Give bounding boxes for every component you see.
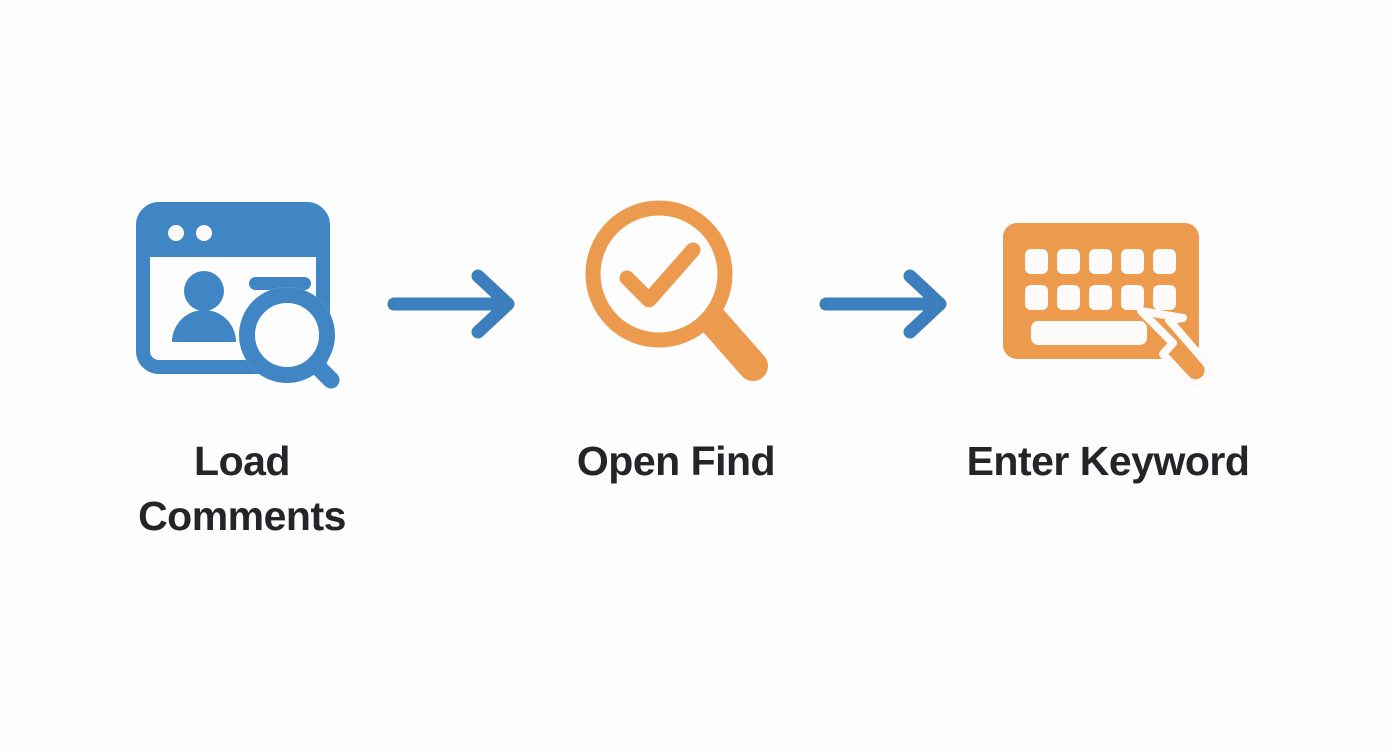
flow-step-label: Enter Keyword: [966, 438, 1250, 484]
browser-window-user-search-icon: [136, 202, 340, 389]
magnifier-check-icon-box: [566, 196, 786, 396]
flow-step-load-comments: Load Comments: [112, 196, 372, 543]
flow-connector-arrow-1: [386, 268, 536, 340]
keyboard-pointer-icon: [1003, 223, 1213, 388]
browser-window-user-search-icon-box: [132, 196, 352, 396]
magnifier-check-icon: [585, 200, 768, 381]
keyboard-pointer-icon-box: [998, 196, 1218, 396]
flow-step-label: Open Find: [576, 438, 776, 484]
flow-connector-arrow-2: [818, 268, 968, 340]
arrow-right-icon: [819, 269, 947, 339]
flow-step-enter-keyword: Enter Keyword: [967, 196, 1250, 489]
flow-step-open-find: Open Find: [546, 196, 806, 489]
arrow-right-icon: [387, 269, 515, 339]
flow-step-label: Load Comments: [138, 438, 346, 539]
